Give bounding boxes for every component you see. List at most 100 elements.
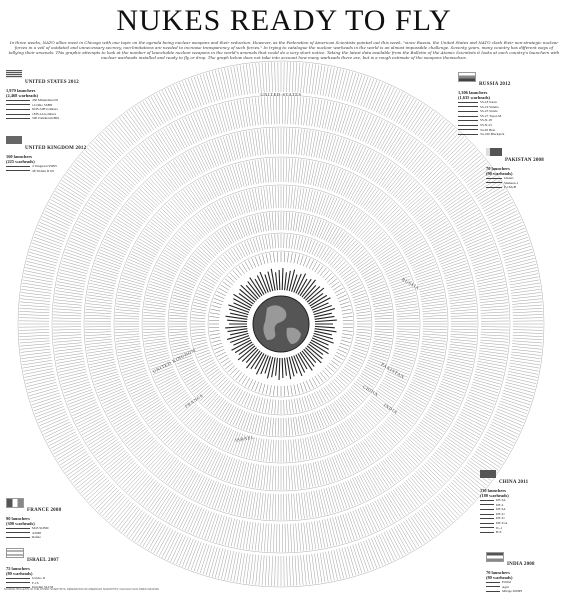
pakistan-warheads: (90 warheads)	[486, 171, 513, 176]
india-row: Mirage 2000H	[502, 589, 522, 594]
china-row: H-6	[496, 530, 502, 535]
us-row: 500 Tomahawk/B61	[32, 116, 60, 121]
ring-band	[115, 158, 447, 490]
france-row: ASMP	[32, 530, 42, 535]
poster-title: NUKES READY TO FLY	[116, 4, 452, 37]
russia-name: RUSSIA 2012	[479, 82, 511, 87]
china-row: DF-21	[496, 511, 505, 516]
russia-row: Tu-95 Bear	[480, 127, 496, 132]
pakistan-launchers: 70 launchers	[486, 166, 510, 171]
china-row: DF-31A	[496, 520, 508, 525]
russia-launchers: 1,306 launchers	[458, 90, 488, 95]
pakistan-flag-icon	[486, 148, 502, 156]
india-row: Prithvi	[502, 580, 512, 584]
israel-launchers: 75 launchers	[6, 566, 30, 571]
uk-row: 48 Trident II D5	[32, 168, 55, 173]
france-flag-icon	[6, 498, 24, 508]
india-launchers: 70 launchers	[486, 570, 510, 575]
inner-spikes	[225, 268, 337, 380]
russia-warheads: (1,635 warheads)	[458, 95, 490, 100]
france-row: Rafale	[32, 535, 41, 540]
china-row: DF-5A	[496, 507, 506, 512]
ring-band	[191, 234, 371, 414]
globe-icon	[252, 295, 310, 353]
russia-row: SS-27 Topol-M	[480, 113, 502, 118]
us-row: 60 B-52H bombers	[32, 107, 58, 112]
ring-band	[19, 62, 543, 586]
russia-row: Tu-160 Blackjack	[480, 132, 505, 137]
ring-label: UNITED STATES	[260, 92, 301, 97]
ring-band	[209, 252, 353, 396]
india-warheads: (80 warheads)	[486, 575, 513, 580]
uk-warheads: (225 warheads)	[6, 159, 35, 164]
ring-label: INDIA	[383, 402, 399, 415]
russia-panel: RUSSIA 2012 1,306 launchers (1,635 warhe…	[458, 72, 562, 137]
us-row: 14 Ohio SSBN	[32, 102, 53, 107]
india-panel: INDIA 2008 70 launchers (80 warheads) Pr…	[486, 552, 562, 594]
russia-row: SS-N-23	[480, 122, 492, 127]
ring-band	[85, 128, 477, 520]
france-launchers: 90 launchers	[6, 516, 30, 521]
uk-flag-icon	[6, 136, 22, 144]
china-row: DF-4	[496, 502, 504, 507]
israel-warheads: (80 warheads)	[6, 571, 33, 576]
ring-outline	[113, 156, 449, 492]
pakistan-row: Shaheen-1	[504, 180, 519, 185]
intro-text: In three weeks, NATO allies meet in Chic…	[8, 40, 560, 60]
ring-outline	[189, 232, 373, 416]
pakistan-row: Ghauri	[504, 176, 514, 180]
china-flag-icon	[480, 470, 496, 478]
israel-row: Dolphin SLCM	[32, 585, 54, 590]
us-launchers: 1,979 launchers	[6, 88, 36, 93]
russia-row: SS-18 Satan	[480, 100, 497, 104]
ring-label: ISRAEL	[235, 434, 255, 442]
us-flag-icon	[6, 70, 22, 78]
russia-row: SS-19 Stiletto	[480, 104, 499, 109]
china-row: DF-31	[496, 516, 505, 521]
russia-flag-icon	[458, 72, 476, 82]
ring-outline	[83, 126, 479, 522]
ring-outline	[167, 210, 395, 438]
france-name: FRANCE 2008	[27, 508, 62, 513]
us-row: 450 Minuteman III	[32, 98, 58, 102]
ring-band	[53, 96, 509, 552]
israel-panel: ISRAEL 2007 75 launchers (80 warheads) J…	[6, 548, 106, 590]
us-warheads: (2,468 warheads)	[6, 93, 38, 98]
ring-outline	[17, 60, 545, 588]
france-warheads: (300 warheads)	[6, 521, 35, 526]
source-footer: SOURCE: BULLETIN OF THE ATOMIC SCIENTIST…	[4, 588, 160, 591]
uk-launchers: 160 launchers	[6, 154, 32, 159]
ring-outline	[207, 250, 355, 398]
china-panel: CHINA 2011 130 launchers (180 warheads) …	[480, 470, 562, 535]
pakistan-name: PAKISTAN 2008	[505, 158, 544, 163]
india-name: INDIA 2008	[507, 562, 535, 567]
china-warheads: (180 warheads)	[480, 493, 509, 498]
ring-band	[169, 212, 393, 436]
russia-row: SS-25 Sickle	[480, 109, 498, 114]
globe-continents	[263, 305, 301, 344]
china-row: DF-3A	[496, 498, 506, 502]
pakistan-panel: PAKISTAN 2008 70 launchers (90 warheads)…	[486, 148, 562, 190]
us-name: UNITED STATES 2012	[25, 80, 79, 85]
israel-flag-icon	[6, 548, 24, 558]
france-row: M45 SLBM	[32, 526, 49, 530]
india-row: Agni	[502, 584, 509, 589]
ring-band	[143, 186, 419, 462]
pakistan-row: F-16A/B	[504, 185, 517, 190]
china-launchers: 130 launchers	[480, 488, 506, 493]
china-row: JL-1	[496, 525, 503, 530]
france-panel: FRANCE 2008 90 launchers (300 warheads) …	[6, 498, 106, 540]
uk-row: 4 Vanguard SSBN	[32, 164, 57, 168]
israel-row: F-16	[32, 580, 39, 585]
china-name: CHINA 2011	[499, 480, 529, 485]
india-flag-icon	[486, 552, 504, 562]
russia-row: SS-N-18	[480, 118, 492, 123]
israel-name: ISRAEL 2007	[27, 558, 59, 563]
uk-name: UNITED KINGDOM 2012	[25, 146, 87, 151]
uk-panel: UNITED KINGDOM 2012 160 launchers (225 w…	[6, 136, 106, 173]
us-row: 18 B-2A bombers	[32, 111, 57, 116]
ring-outline	[141, 184, 421, 464]
us-panel: UNITED STATES 2012 1,979 launchers (2,46…	[6, 70, 106, 121]
israel-row: Jericho II	[32, 576, 45, 580]
